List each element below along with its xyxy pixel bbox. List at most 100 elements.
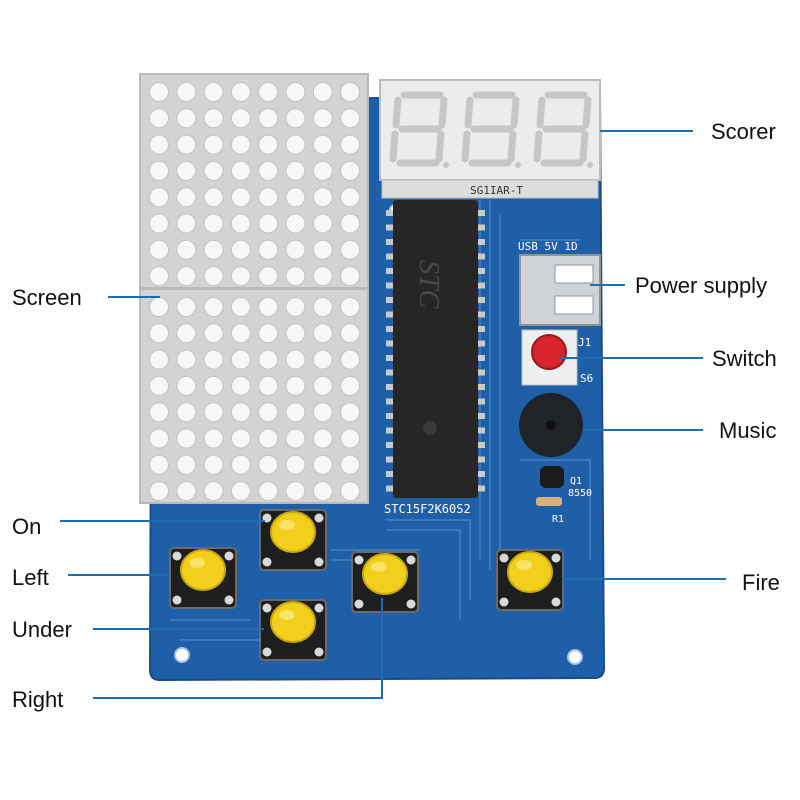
usb-slot-top [554,264,594,284]
led-dot [285,349,306,370]
led-dot [340,297,361,317]
led-dot [230,160,251,181]
led-dot [230,428,251,449]
led-dot [203,82,224,102]
led-dot [230,187,251,208]
button-cap [362,553,408,595]
seven-segment-digit [389,91,448,167]
chip-pin [386,326,393,332]
button-pin [406,599,416,609]
led-dot [176,297,197,317]
decimal-point [515,162,521,168]
led-dot [285,402,306,423]
led-dot [340,82,361,102]
led-dot [203,323,224,344]
led-dot [176,428,197,449]
chip-pin [478,355,485,361]
led-dot [340,402,361,423]
led-dot [203,239,224,260]
led-dot [312,108,333,129]
led-dot [149,297,169,317]
led-dot [149,239,169,260]
chip-pin [386,384,393,390]
led-dot [230,239,251,260]
led-dot [312,187,333,208]
led-dot [312,134,333,155]
leader-lines [60,130,726,699]
led-dot [203,481,224,502]
chip-pin [386,456,393,463]
led-dot [340,213,361,234]
chip-pin [478,224,485,231]
button-pin [314,647,324,657]
led-dot [230,134,251,155]
led-dot [285,266,306,287]
digit-segments [389,91,593,168]
led-dot [149,187,169,208]
led-dot [312,454,333,475]
led-dot [340,428,361,449]
led-dot [285,82,306,102]
label-power-supply: Power supply [635,273,768,298]
button-pin [224,551,234,561]
led-dot [258,454,279,475]
chip-pin [478,210,485,216]
chip-pin [386,413,393,419]
led-dot [285,187,306,208]
button-pin [172,595,182,605]
chip-pin [478,384,485,390]
chip-pin [386,297,393,303]
led-dot [176,108,197,129]
led-dot [203,187,224,208]
button-cap [270,601,316,643]
label-fire: Fire [742,570,780,595]
led-dot [230,297,251,317]
chip-pin [478,297,485,303]
button-pin [354,599,364,609]
led-dot [176,481,197,502]
led-matrix-bottom [139,288,369,504]
led-dots [149,82,361,502]
display-base [381,179,599,199]
led-dot [176,266,197,287]
led-dot [149,375,169,396]
led-dot [312,402,333,423]
button-cap [180,549,226,591]
chip-pin [478,485,485,492]
led-dot [176,375,197,396]
led-dot [340,349,361,370]
chip-pin [478,413,485,419]
led-dot [230,454,251,475]
led-dot [285,375,306,396]
button-highlight [516,560,532,570]
led-dot [203,108,224,129]
led-dot [203,266,224,287]
chip-pin [386,442,393,448]
label-music: Music [719,418,777,443]
transistor [540,466,564,488]
button-pin [354,555,364,565]
led-dot [312,375,333,396]
chip-pin [386,268,393,274]
led-dot [176,134,197,155]
led-dot [258,239,279,260]
chip-pin [478,369,485,376]
led-dot [340,239,361,260]
led-dot [258,375,279,396]
led-dot [285,428,306,449]
chip-pin [386,311,393,318]
led-dot [149,323,169,344]
button-pin [262,557,272,567]
led-dot [176,239,197,260]
button-cap [507,551,553,593]
led-dot [176,213,197,234]
led-dot [149,349,169,370]
led-dot [258,108,279,129]
chip-pin [386,239,393,245]
led-dot [285,134,306,155]
decimal-point [443,162,449,168]
button-highlight [279,610,295,620]
led-dot [285,454,306,475]
